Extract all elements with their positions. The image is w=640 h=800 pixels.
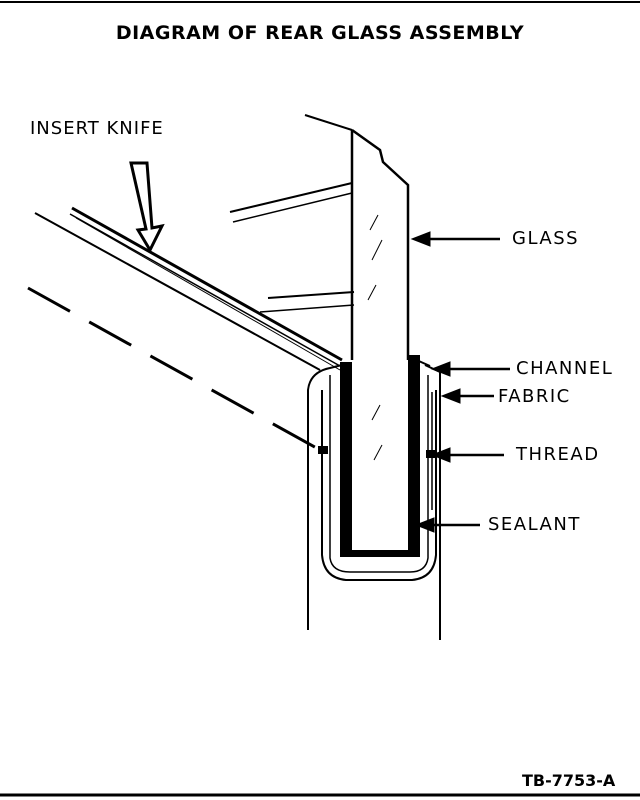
glass-pane (350, 128, 410, 461)
insert-knife-label: INSERT KNIFE (30, 118, 164, 139)
figure-reference: TB-7753-A (522, 771, 616, 790)
leader-arrows (129, 161, 510, 533)
sealant (340, 355, 420, 557)
insert-knife-arrow (129, 161, 165, 254)
glass-label: GLASS (512, 228, 580, 249)
thread-label: THREAD (516, 444, 600, 465)
sealant-label: SEALANT (488, 514, 581, 535)
background-glass-outline (229, 114, 355, 313)
hidden-line (27, 286, 321, 452)
channel-label: CHANNEL (516, 358, 614, 379)
thread-marks (318, 446, 436, 458)
diagram-title: DIAGRAM OF REAR GLASS ASSEMBLY (115, 22, 525, 44)
fabric-label: FABRIC (498, 386, 571, 407)
roof-panel (34, 206, 343, 371)
channel (307, 357, 441, 640)
